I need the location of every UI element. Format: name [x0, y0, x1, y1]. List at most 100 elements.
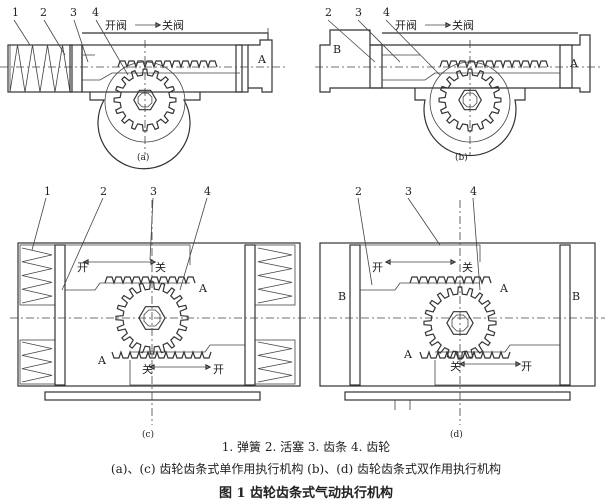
chamber-lower: A: [403, 348, 413, 361]
housing-c: [17, 242, 301, 387]
close-bottom: 关: [450, 359, 461, 373]
rack-teeth: [117, 60, 218, 69]
gear-shaft: [143, 309, 161, 327]
chamber-a: A: [569, 57, 579, 70]
leader-4: [472, 197, 481, 291]
air-pipe: [82, 32, 269, 40]
close-valve-label: 关阀: [162, 18, 184, 32]
leader-1: [31, 197, 47, 251]
gear-shaft: [137, 92, 153, 108]
leader-2: [327, 19, 376, 63]
rack-body: [82, 54, 240, 81]
gear-hex-bore: [138, 306, 166, 330]
legend: 1. 弹簧 2. 活塞 3. 齿条 4. 齿轮: [221, 440, 391, 454]
leader-4: [179, 197, 208, 291]
diagram-geometry: [0, 19, 605, 425]
gear-hex-bore: [458, 89, 482, 111]
spring-rb: [257, 341, 293, 383]
rack-teeth: [439, 60, 549, 69]
panel-d: 2 3 4 开 关 A A B B 关 开 (d): [338, 185, 580, 440]
chamber-upper: A: [198, 282, 208, 295]
leader-2: [43, 19, 66, 56]
arrow-close-bottom-head: [148, 364, 155, 370]
leader-3: [357, 19, 401, 63]
label-piston: 2: [355, 185, 362, 198]
pinion-gear: [115, 281, 189, 355]
open-valve-label: 开阀: [105, 18, 127, 32]
piston-left: [349, 244, 361, 386]
label-rack: 3: [150, 185, 157, 198]
label-spring: 1: [44, 185, 51, 198]
lower-rack-teeth: [111, 350, 212, 359]
piston-left: [54, 244, 66, 386]
pinion-gear: [113, 68, 177, 132]
housing-lower: [414, 88, 526, 157]
close-top: 关: [462, 260, 473, 274]
piston-right: [235, 44, 249, 93]
gear-shaft: [451, 314, 469, 332]
housing-arc: [429, 61, 511, 143]
spring-chamber-rb: [254, 339, 296, 385]
leader-3: [73, 19, 89, 63]
arrow-open-top-head: [82, 259, 89, 265]
gear-hex-bore: [133, 89, 157, 111]
rack-body: [382, 54, 560, 81]
gear-shaft: [462, 92, 478, 108]
spring-housing: [7, 44, 73, 93]
panel-a: 1 2 3 4 开阀 关阀 A (a): [12, 6, 267, 163]
chamber-b-right: B: [572, 290, 580, 303]
piston-right: [559, 44, 573, 89]
arrow-open-bottom-head: [515, 361, 522, 367]
close-bottom: 关: [142, 362, 153, 376]
base-plate: [44, 391, 261, 401]
upper-rack-teeth: [409, 276, 492, 285]
label-piston: 2: [100, 185, 107, 198]
open-bottom: 开: [521, 360, 532, 373]
label-gear: 4: [92, 6, 99, 19]
label-piston: 2: [325, 6, 332, 19]
subtitle: (a)、(c) 齿轮齿条式单作用执行机构 (b)、(d) 齿轮齿条式双作用执行机…: [110, 462, 502, 476]
end-cap: [248, 39, 273, 93]
base-plate: [344, 391, 571, 401]
close-valve-label: 关阀: [452, 18, 474, 32]
close-top: 关: [155, 260, 166, 274]
upper-rack-body: [65, 244, 191, 291]
label-rack: 3: [70, 6, 77, 19]
label-rack: 3: [355, 6, 362, 19]
panel-c: 1 2 3 4 开 关 A A 关 开 (c): [44, 185, 224, 440]
piston-left: [369, 44, 383, 89]
housing-lower: [89, 92, 201, 170]
pinion-gear: [423, 286, 497, 360]
open-top: 开: [372, 261, 383, 274]
arrow-close-top-head: [450, 259, 457, 265]
spring-lt: [21, 247, 53, 304]
cylinder-b: [319, 29, 591, 93]
arrow-open-bottom-head: [205, 364, 212, 370]
cylinder: [81, 44, 243, 93]
caption-b: (b): [455, 152, 468, 163]
upper-rack-body: [360, 244, 481, 291]
lower-rack-body: [129, 344, 245, 386]
open-top: 开: [77, 261, 88, 274]
label-spring: 1: [12, 6, 19, 19]
spring-chamber-lb: [19, 339, 56, 385]
piston-right: [244, 244, 256, 386]
panel-b: 2 3 4 开阀 关阀 B A (b): [325, 6, 579, 163]
piston-right: [559, 244, 571, 386]
direction-arrow-head: [155, 22, 162, 28]
leader-2: [61, 197, 104, 291]
chamber-upper: A: [499, 282, 509, 295]
arrow-open-top-head: [384, 259, 391, 265]
label-rack: 3: [405, 185, 412, 198]
open-valve-label: 开阀: [395, 18, 417, 32]
caption-d: (d): [450, 429, 463, 440]
lower-rack-teeth: [419, 350, 511, 359]
label-piston: 2: [40, 6, 47, 19]
housing-d: [319, 242, 596, 387]
leader-4: [95, 19, 129, 76]
direction-arrow-head: [445, 22, 452, 28]
leader-1: [13, 19, 31, 46]
leader-3: [149, 197, 154, 261]
lower-rack-body: [434, 344, 560, 386]
